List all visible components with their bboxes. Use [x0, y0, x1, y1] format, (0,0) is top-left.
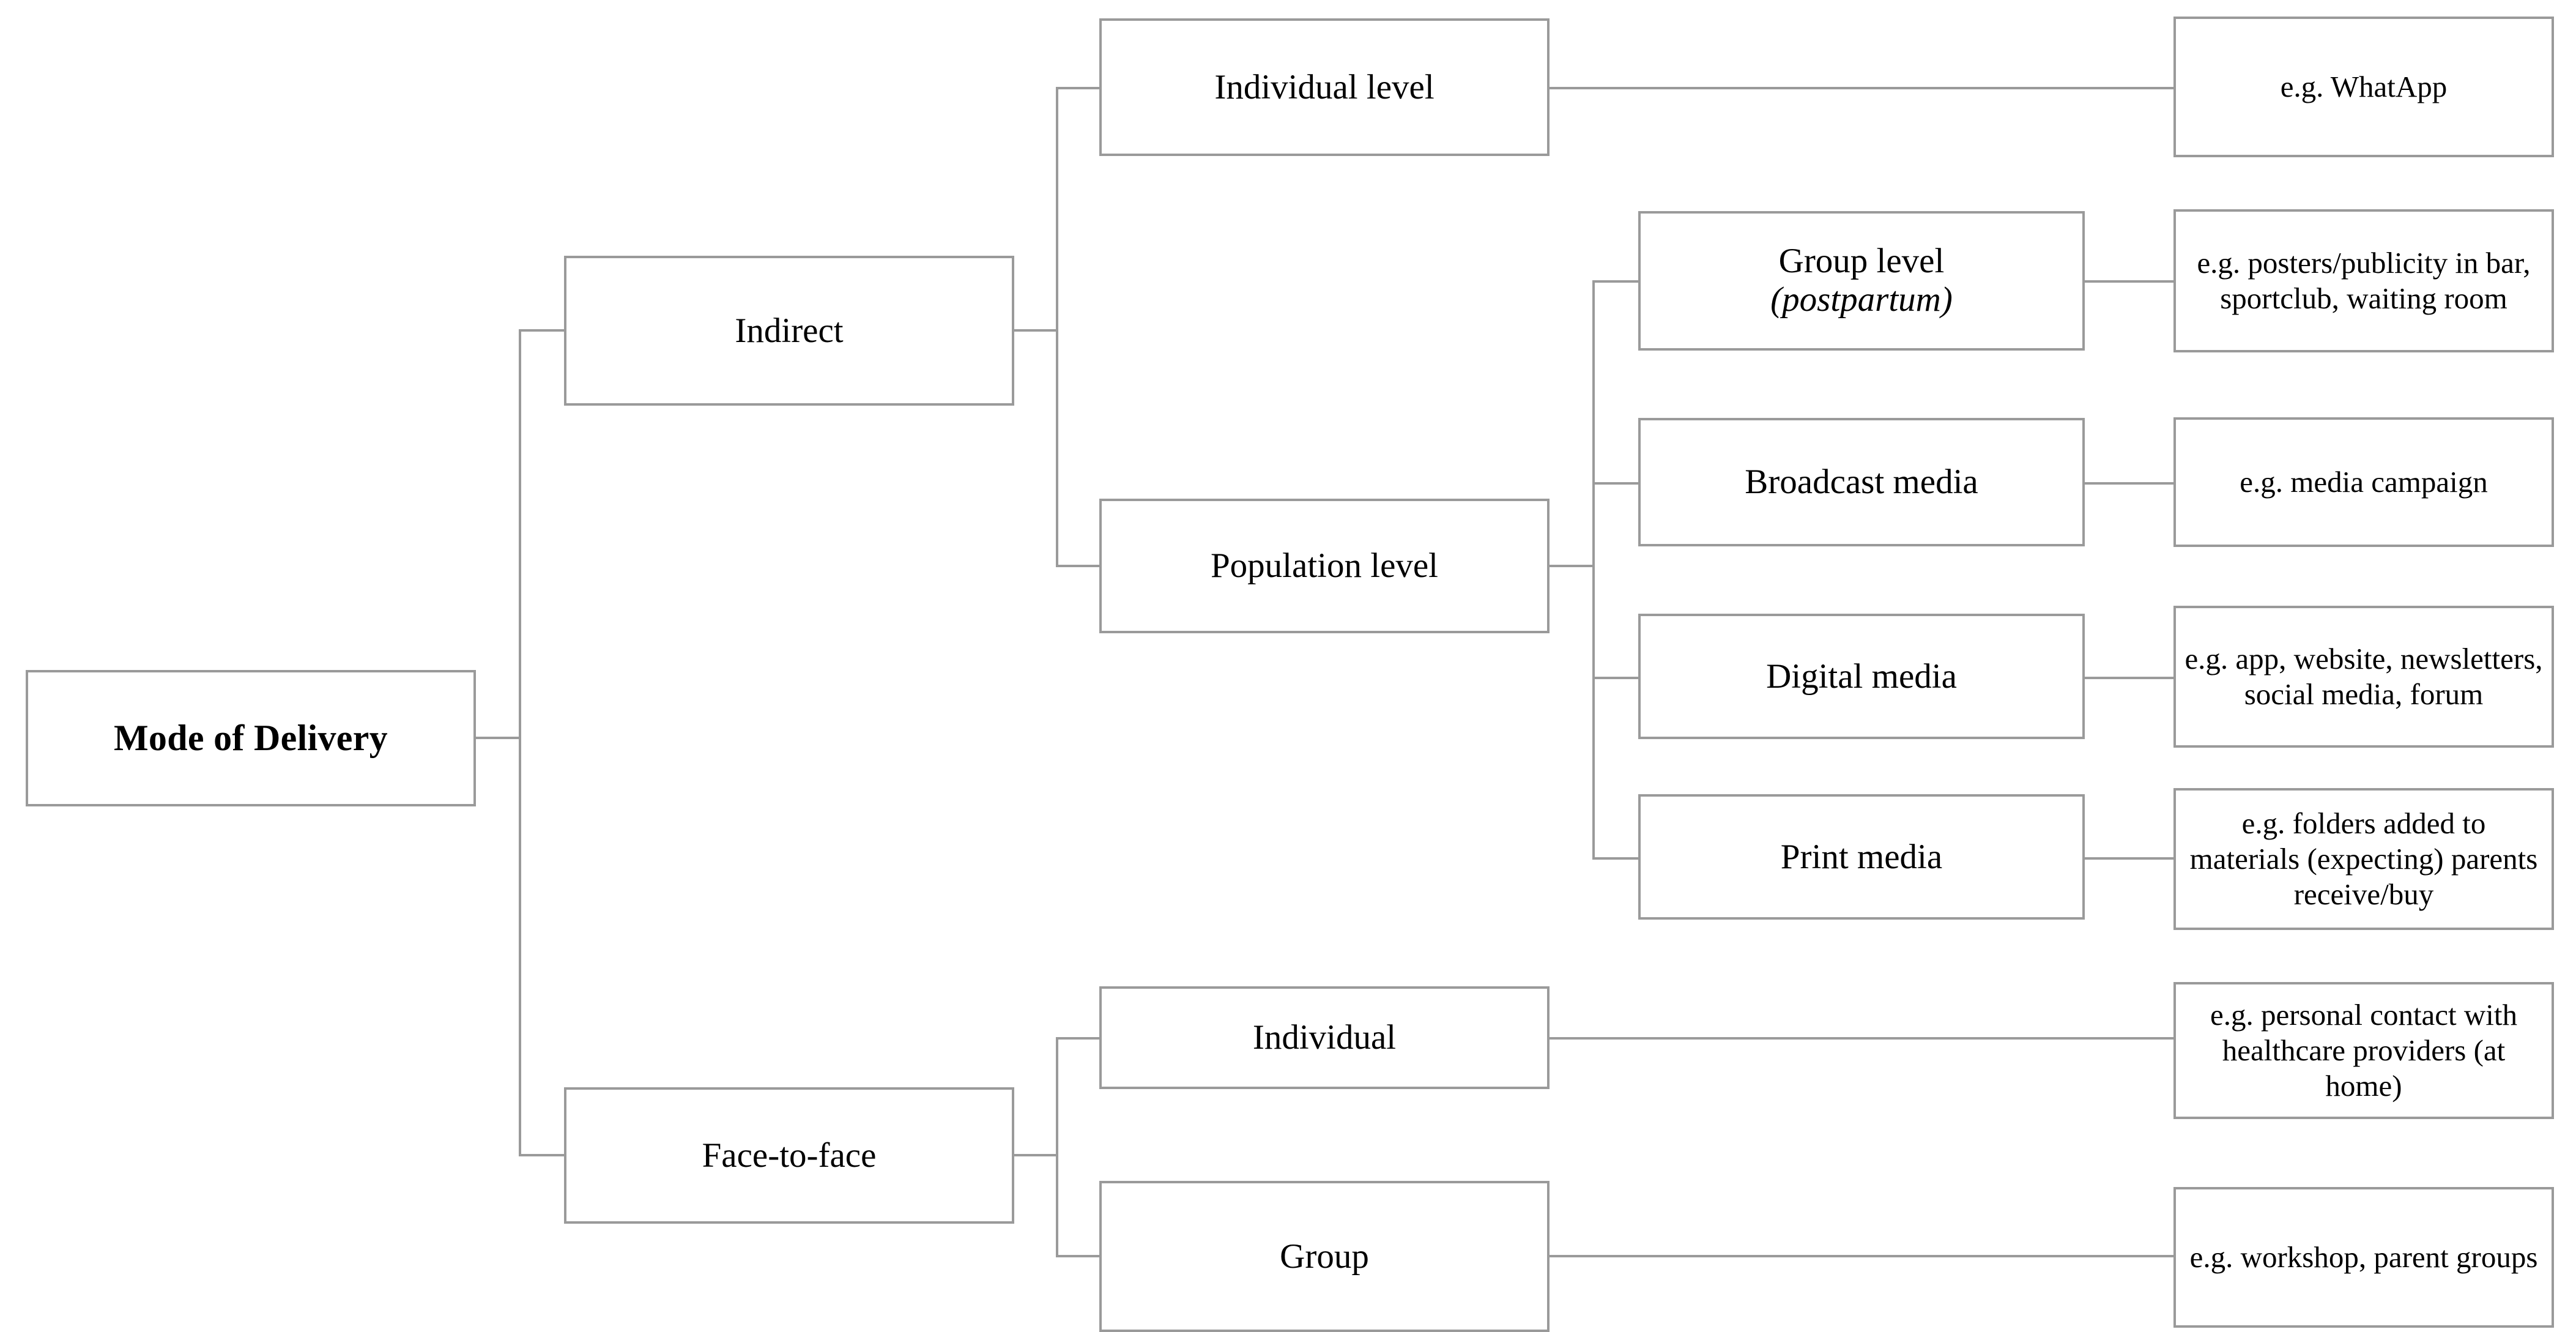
node-label-group: Group — [1280, 1237, 1369, 1276]
node-label-indirect: Indirect — [735, 311, 844, 350]
node-example-digital[interactable]: e.g. app, website, newsletters, social m… — [2173, 606, 2554, 748]
node-label-population-level: Population level — [1210, 546, 1439, 586]
node-face-to-face[interactable]: Face-to-face — [564, 1087, 1014, 1224]
node-print-media[interactable]: Print media — [1638, 794, 2085, 920]
node-label-root: Mode of Delivery — [114, 718, 388, 759]
node-label-example-media-campaign: e.g. media campaign — [2240, 465, 2488, 499]
connector-population-to-group-level — [1592, 280, 1639, 283]
connector-root-trunk — [519, 330, 521, 1156]
connector-indirect-branch — [1056, 88, 1058, 567]
node-population-level[interactable]: Population level — [1099, 499, 1550, 633]
node-label-individual: Individual — [1252, 1018, 1397, 1057]
node-label-example-print: e.g. folders added to materials (expecti… — [2189, 806, 2538, 911]
node-group[interactable]: Group — [1099, 1181, 1550, 1332]
connector-group-level-to-example — [2084, 280, 2175, 283]
connector-root-to-face-to-face — [519, 1154, 565, 1156]
node-label-group-level-line1: Group level — [1778, 242, 1945, 281]
node-group-level-postpartum[interactable]: Group level (postpartum) — [1638, 211, 2085, 351]
connector-root-to-indirect — [519, 329, 565, 332]
node-label-individual-level: Individual level — [1214, 67, 1435, 106]
connector-indirect-stub — [1013, 329, 1057, 332]
connector-population-to-print-media — [1592, 857, 1639, 860]
connector-population-to-digital-media — [1592, 677, 1639, 679]
node-label-print-media: Print media — [1780, 837, 1943, 876]
node-label-group-level-line2: (postpartum) — [1770, 280, 1953, 319]
node-example-personal-contact[interactable]: e.g. personal contact with healthcare pr… — [2173, 982, 2554, 1119]
connector-face-to-face-stub — [1013, 1154, 1057, 1156]
node-label-example-digital: e.g. app, website, newsletters, social m… — [2184, 642, 2543, 711]
node-individual-level[interactable]: Individual level — [1099, 18, 1550, 156]
node-label-face-to-face: Face-to-face — [702, 1136, 877, 1175]
connector-individual-to-example — [1548, 1037, 2175, 1040]
connector-population-to-broadcast-media — [1592, 482, 1639, 485]
node-example-workshop[interactable]: e.g. workshop, parent groups — [2173, 1187, 2554, 1328]
connector-individual-level-to-example — [1548, 87, 2175, 89]
connector-indirect-to-population-level — [1056, 565, 1101, 567]
node-indirect[interactable]: Indirect — [564, 256, 1014, 406]
node-mode-of-delivery[interactable]: Mode of Delivery — [26, 670, 476, 806]
node-label-broadcast-media: Broadcast media — [1745, 463, 1978, 502]
node-label-example-workshop: e.g. workshop, parent groups — [2189, 1240, 2538, 1274]
node-label-digital-media: Digital media — [1766, 657, 1957, 696]
connector-print-media-to-example — [2084, 857, 2175, 860]
connector-indirect-to-individual-level — [1056, 87, 1101, 89]
connector-digital-media-to-example — [2084, 677, 2175, 679]
connector-face-to-face-to-individual — [1056, 1037, 1101, 1040]
node-example-whatapp[interactable]: e.g. WhatApp — [2173, 17, 2554, 157]
node-example-media-campaign[interactable]: e.g. media campaign — [2173, 417, 2554, 547]
connector-face-to-face-branch — [1056, 1038, 1058, 1257]
node-label-group-level: Group level (postpartum) — [1641, 242, 2082, 319]
connector-broadcast-media-to-example — [2084, 482, 2175, 485]
node-example-posters-publicity[interactable]: e.g. posters/publicity in bar, sportclub… — [2173, 209, 2554, 352]
connector-face-to-face-to-group — [1056, 1255, 1101, 1257]
node-digital-media[interactable]: Digital media — [1638, 614, 2085, 739]
node-broadcast-media[interactable]: Broadcast media — [1638, 418, 2085, 546]
node-individual[interactable]: Individual — [1099, 986, 1550, 1089]
connector-population-level-stub — [1548, 565, 1594, 567]
node-label-example-personal-contact: e.g. personal contact with healthcare pr… — [2210, 998, 2518, 1103]
connector-population-branch — [1592, 281, 1595, 860]
connector-group-to-example — [1548, 1255, 2175, 1257]
node-label-example-posters-publicity: e.g. posters/publicity in bar, sportclub… — [2197, 246, 2531, 315]
node-example-print[interactable]: e.g. folders added to materials (expecti… — [2173, 788, 2554, 930]
node-label-example-whatapp: e.g. WhatApp — [2280, 70, 2448, 104]
connector-root-stub — [476, 737, 521, 739]
